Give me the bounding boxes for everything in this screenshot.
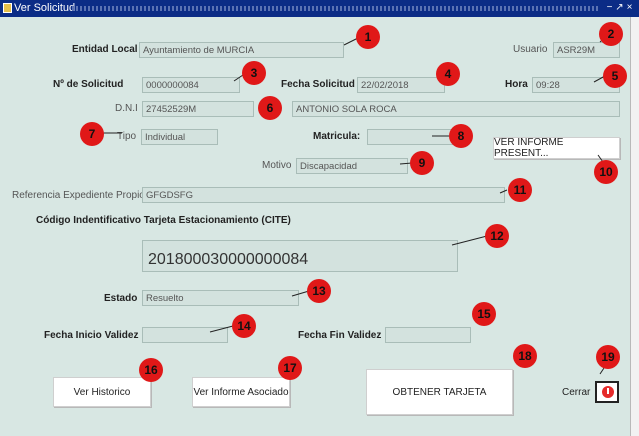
callout-11: 11 — [508, 178, 532, 202]
entidad-local-label: Entidad Local — [72, 44, 138, 55]
callout-15: 15 — [472, 302, 496, 326]
callout-2: 2 — [599, 22, 623, 46]
callout-12: 12 — [485, 224, 509, 248]
leader-13 — [291, 290, 310, 297]
n-solicitud-label: Nº de Solicitud — [53, 79, 124, 90]
motivo-label: Motivo — [262, 160, 292, 171]
cerrar-button[interactable] — [595, 381, 619, 403]
window-title: Ver Solicitud — [14, 2, 76, 14]
callout-1: 1 — [356, 25, 380, 49]
callout-3: 3 — [242, 61, 266, 85]
entidad-local-field[interactable]: Ayuntamiento de MURCIA — [139, 42, 344, 58]
maximize-icon[interactable]: ↗ — [615, 2, 624, 13]
window-titlebar[interactable]: Ver Solicitud − ↗ × — [0, 0, 639, 17]
leader-12 — [451, 235, 488, 246]
obtener-tarjeta-button[interactable]: OBTENER TARJETA — [366, 369, 513, 415]
fecha-solicitud-label: Fecha Solicitud — [281, 79, 355, 90]
tipo-field[interactable]: Individual — [141, 129, 218, 145]
estado-label: Estado — [104, 293, 138, 304]
leader-19 — [599, 367, 605, 375]
ver-informe-present-button[interactable]: VER INFORME PRESENT... — [493, 137, 620, 159]
usuario-label: Usuario — [513, 44, 548, 55]
referencia-field[interactable]: GFGDSFG — [142, 187, 505, 203]
right-edge-panel — [630, 17, 639, 436]
fecha-inicio-field[interactable] — [142, 327, 228, 343]
n-solicitud-field[interactable]: 0000000084 — [142, 77, 240, 93]
close-icon[interactable]: × — [626, 2, 633, 13]
callout-6: 6 — [258, 96, 282, 120]
motivo-field[interactable]: Discapacidad — [296, 158, 408, 174]
fecha-inicio-label: Fecha Inicio Validez — [44, 330, 139, 341]
form-panel — [1, 17, 638, 436]
tipo-label: Tipo — [117, 131, 137, 142]
callout-16: 16 — [139, 358, 163, 382]
ver-historico-button[interactable]: Ver Historico — [53, 377, 151, 407]
referencia-label: Referencia Expediente Propio — [12, 190, 145, 201]
callout-8: 8 — [449, 124, 473, 148]
estado-field[interactable]: Resuelto — [142, 290, 299, 306]
callout-7: 7 — [80, 122, 104, 146]
leader-11 — [499, 189, 508, 194]
callout-17: 17 — [278, 356, 302, 380]
fecha-fin-field[interactable] — [385, 327, 471, 343]
hora-label: Hora — [505, 79, 528, 90]
cite-label: Código Indentificativo Tarjeta Estaciona… — [36, 215, 291, 226]
titlebar-grip — [72, 6, 600, 11]
callout-13: 13 — [307, 279, 331, 303]
callout-5: 5 — [603, 64, 627, 88]
dni-field[interactable]: 27452529M — [142, 101, 254, 117]
matricula-label: Matricula: — [313, 131, 361, 142]
usuario-field[interactable]: ASR29M — [553, 42, 620, 58]
callout-18: 18 — [513, 344, 537, 368]
cerrar-label: Cerrar — [562, 387, 591, 398]
fecha-fin-label: Fecha Fin Validez — [298, 330, 382, 341]
callout-4: 4 — [436, 62, 460, 86]
callout-10: 10 — [594, 160, 618, 184]
power-icon — [602, 386, 614, 398]
minimize-icon[interactable]: − — [606, 2, 613, 13]
callout-19: 19 — [596, 345, 620, 369]
app-icon — [3, 3, 12, 13]
callout-14: 14 — [232, 314, 256, 338]
leader-14 — [209, 325, 234, 333]
nombre-field[interactable]: ANTONIO SOLA ROCA — [292, 101, 620, 117]
ver-informe-asociado-button[interactable]: Ver Informe Asociado — [192, 377, 290, 407]
fecha-solicitud-field[interactable]: 22/02/2018 — [357, 77, 445, 93]
cite-field[interactable]: 201800030000000084 — [142, 240, 458, 272]
callout-9: 9 — [410, 151, 434, 175]
dni-label: D.N.I — [115, 103, 138, 114]
